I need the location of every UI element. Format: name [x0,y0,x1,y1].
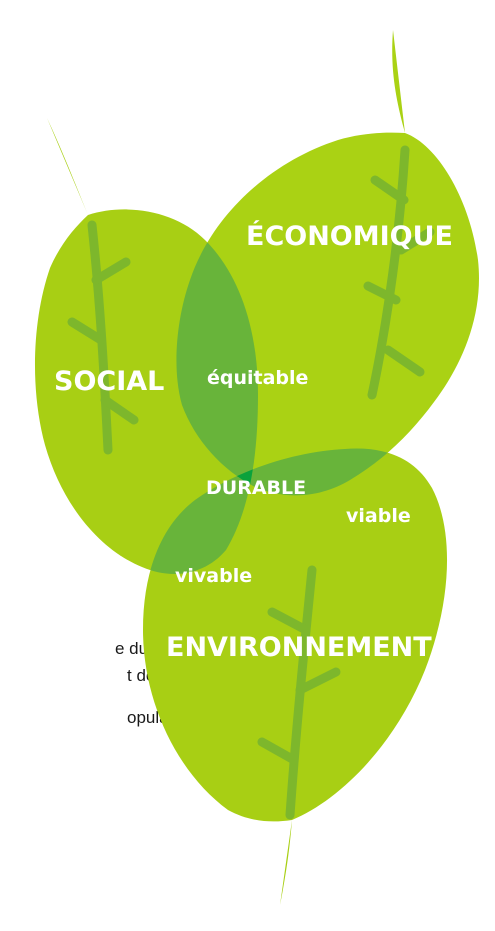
text-fragment-du: e du [115,639,149,658]
label-economique: ÉCONOMIQUE [246,220,453,252]
label-equitable: équitable [207,367,308,389]
label-environnement: ENVIRONNEMENT [166,632,432,663]
label-viable: viable [346,505,411,527]
label-durable: DURABLE [206,477,306,499]
label-vivable: vivable [175,565,252,587]
label-social: SOCIAL [54,366,164,397]
leaf-veins [67,145,435,820]
